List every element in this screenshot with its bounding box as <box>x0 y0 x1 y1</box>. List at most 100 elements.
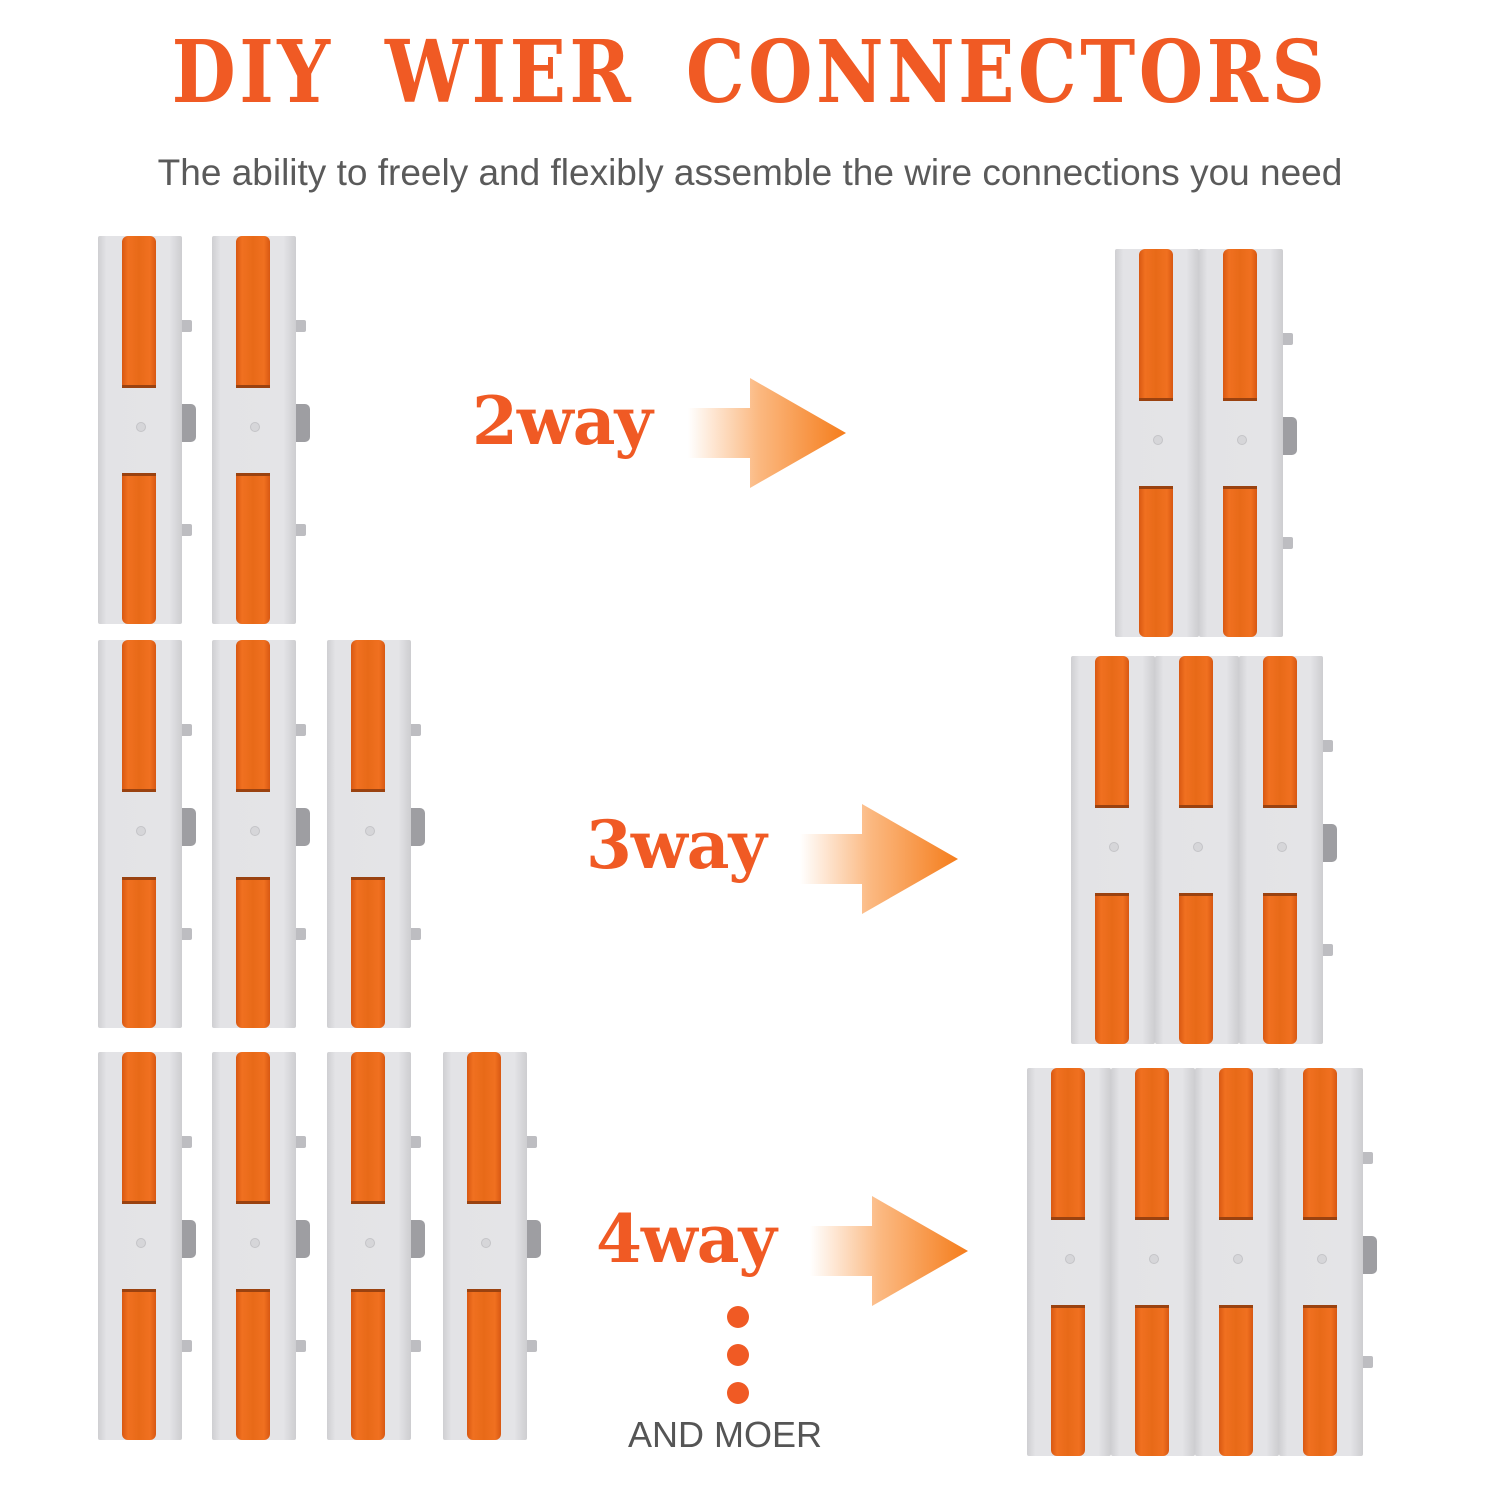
housing-dot <box>1193 842 1203 852</box>
lever-bottom <box>236 877 270 1028</box>
pin <box>411 1340 421 1352</box>
housing-dot <box>1153 435 1163 445</box>
housing-dot <box>136 1238 146 1248</box>
assembled-connector <box>1027 1068 1111 1456</box>
lever-bottom <box>1095 893 1129 1044</box>
lever-bottom <box>1179 893 1213 1044</box>
pin <box>296 1340 306 1352</box>
single-connector <box>98 640 196 1028</box>
single-connector <box>327 1052 425 1440</box>
row-2way-label: 2way <box>472 382 653 460</box>
lever-top <box>351 1052 385 1204</box>
housing-dot <box>1277 842 1287 852</box>
assembled-connector <box>1115 249 1199 637</box>
pin <box>527 1136 537 1148</box>
latch-tab <box>296 1220 310 1258</box>
page-title: DIY WIER CONNECTORS <box>171 22 1329 123</box>
housing-dot <box>1317 1254 1327 1264</box>
assembled-connector <box>1155 656 1239 1044</box>
pin <box>296 320 306 332</box>
arrow-right-icon <box>800 804 958 914</box>
lever-top <box>236 1052 270 1204</box>
lever-top <box>236 236 270 388</box>
single-connector <box>212 1052 310 1440</box>
lever-top <box>1303 1068 1337 1220</box>
latch-tab <box>411 808 425 846</box>
single-connector <box>98 236 196 624</box>
lever-bottom <box>1263 893 1297 1044</box>
pin <box>182 320 192 332</box>
row-4way-label: 4way <box>596 1200 777 1278</box>
housing-dot <box>136 422 146 432</box>
pin <box>182 928 192 940</box>
lever-bottom <box>1303 1305 1337 1456</box>
housing-dot <box>136 826 146 836</box>
pin <box>296 524 306 536</box>
pin <box>182 1340 192 1352</box>
lever-top <box>1095 656 1129 808</box>
latch-tab <box>527 1220 541 1258</box>
housing-dot <box>1109 842 1119 852</box>
single-connector <box>212 236 310 624</box>
single-connector <box>327 640 425 1028</box>
lever-top <box>122 236 156 388</box>
latch-tab <box>182 404 196 442</box>
lever-bottom <box>122 877 156 1028</box>
pin <box>411 724 421 736</box>
lever-bottom <box>1139 486 1173 637</box>
lever-top <box>236 640 270 792</box>
row-3way-label: 3way <box>586 806 767 884</box>
latch-tab <box>182 808 196 846</box>
lever-top <box>467 1052 501 1204</box>
pin <box>182 524 192 536</box>
lever-bottom <box>236 473 270 624</box>
assembled-connector <box>1071 656 1155 1044</box>
and-more-label: AND MOER <box>628 1414 823 1455</box>
housing-dot <box>365 826 375 836</box>
lever-bottom <box>351 1289 385 1440</box>
pin <box>1323 944 1333 956</box>
pin <box>527 1340 537 1352</box>
latch-tab <box>296 404 310 442</box>
housing-dot <box>250 826 260 836</box>
lever-bottom <box>1223 486 1257 637</box>
lever-bottom <box>351 877 385 1028</box>
pin <box>1363 1152 1373 1164</box>
lever-bottom <box>467 1289 501 1440</box>
page-subtitle: The ability to freely and flexibly assem… <box>157 152 1343 193</box>
assembled-connector <box>1199 249 1297 637</box>
single-connector <box>98 1052 196 1440</box>
housing-dot <box>365 1238 375 1248</box>
arrow-right-icon <box>810 1196 968 1306</box>
lever-bottom <box>122 1289 156 1440</box>
pin <box>1283 537 1293 549</box>
lever-top <box>1219 1068 1253 1220</box>
pin <box>1363 1356 1373 1368</box>
housing-dot <box>481 1238 491 1248</box>
latch-tab <box>1323 824 1337 862</box>
latch-tab <box>296 808 310 846</box>
latch-tab <box>1363 1236 1377 1274</box>
pin <box>411 1136 421 1148</box>
pin <box>1283 333 1293 345</box>
lever-top <box>1139 249 1173 401</box>
pin <box>182 724 192 736</box>
lever-top <box>1135 1068 1169 1220</box>
pin <box>182 1136 192 1148</box>
assembled-connector <box>1239 656 1337 1044</box>
lever-top <box>122 1052 156 1204</box>
housing-dot <box>1237 435 1247 445</box>
latch-tab <box>182 1220 196 1258</box>
housing-dot <box>1065 1254 1075 1264</box>
latch-tab <box>411 1220 425 1258</box>
lever-bottom <box>1051 1305 1085 1456</box>
lever-bottom <box>1135 1305 1169 1456</box>
housing-dot <box>250 1238 260 1248</box>
pin <box>1323 740 1333 752</box>
latch-tab <box>1283 417 1297 455</box>
housing-dot <box>1149 1254 1159 1264</box>
assembled-connector <box>1195 1068 1279 1456</box>
pin <box>296 928 306 940</box>
lever-top <box>1051 1068 1085 1220</box>
arrow-right-icon <box>688 378 846 488</box>
